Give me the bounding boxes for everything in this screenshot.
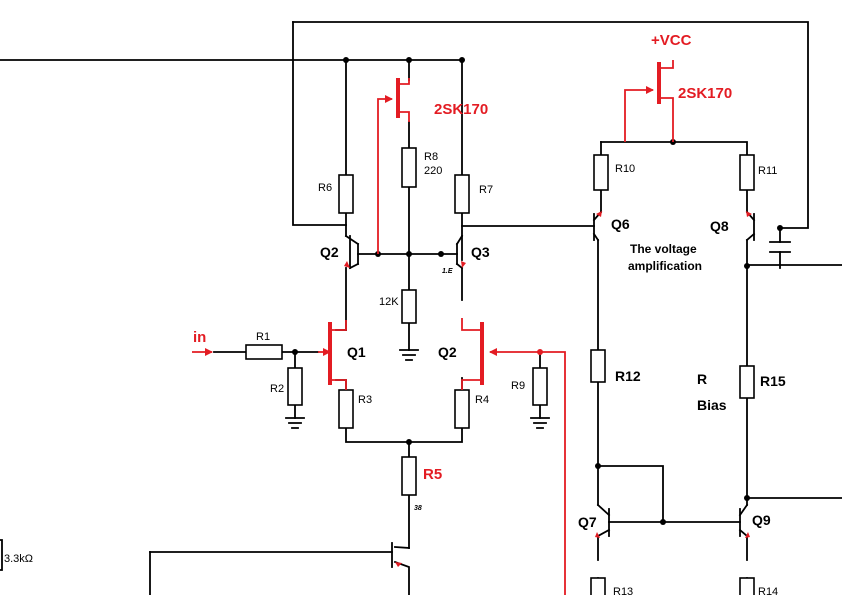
capacitor <box>769 241 791 253</box>
r5-label: R5 <box>423 466 442 483</box>
resistor-r4 <box>454 389 470 429</box>
bjt-symbols <box>344 210 756 538</box>
r1-label: R1 <box>256 331 270 343</box>
q1-label: Q1 <box>347 344 366 360</box>
r13-label: R13 <box>613 586 633 595</box>
q6-label: Q6 <box>611 216 630 232</box>
ground-icon <box>285 417 305 429</box>
q3-sub-label: 1.E <box>442 268 453 275</box>
bjt-emitter-arrows <box>344 211 752 567</box>
r11-label: R11 <box>758 165 777 177</box>
resistors <box>245 147 755 595</box>
note-line-2: amplification <box>628 259 702 273</box>
resistor-r1 <box>245 344 283 360</box>
resistor-r7 <box>454 174 470 214</box>
r9-label: R9 <box>511 380 525 392</box>
resistor-r15 <box>739 365 755 399</box>
resistor-r2 <box>287 367 303 406</box>
r4-label: R4 <box>475 394 489 406</box>
r5-value: 38 <box>414 505 422 512</box>
input-label: in <box>193 329 206 346</box>
junction-dots <box>292 57 783 525</box>
jfet-label-right: 2SK170 <box>678 85 732 102</box>
r3-label: R3 <box>358 394 372 406</box>
r6-label: R6 <box>318 182 332 194</box>
resistor-r11 <box>739 154 755 191</box>
jfet-label-left: 2SK170 <box>434 101 488 118</box>
highlight-jfets <box>192 60 674 595</box>
ground-icon <box>399 349 419 361</box>
q9-label: Q9 <box>752 512 771 528</box>
resistor-12k <box>401 289 417 324</box>
ground-symbols <box>285 349 550 429</box>
q2-bjt-label: Q2 <box>320 244 339 260</box>
ground-icon <box>530 417 550 429</box>
r10-label: R10 <box>615 163 635 175</box>
partial-value-label: 3.3kΩ <box>4 553 33 565</box>
labels: +VCC 2SK170 2SK170 in R5 38 R1 R2 R3 R4 … <box>4 32 786 595</box>
q7-label: Q7 <box>578 514 597 530</box>
q8-label: Q8 <box>710 218 729 234</box>
resistor-r10 <box>593 154 609 191</box>
resistor-r8 <box>401 147 417 188</box>
resistor-r12 <box>590 349 606 383</box>
r2-label: R2 <box>270 383 284 395</box>
q2-jfet-label: Q2 <box>438 344 457 360</box>
resistor-r13 <box>590 577 606 595</box>
resistor-r9 <box>532 367 548 406</box>
r14-label: R14 <box>758 586 778 595</box>
resistor-r14 <box>739 577 755 595</box>
r12k-label: 12K <box>379 296 399 308</box>
q3-label: Q3 <box>471 244 490 260</box>
r7-label: R7 <box>479 184 493 196</box>
note-line-1: The voltage <box>630 242 697 256</box>
resistor-r5 <box>401 456 417 496</box>
r-bias-label-2: Bias <box>697 397 727 413</box>
resistor-r6 <box>338 174 354 214</box>
r8-label: R8 <box>424 151 438 163</box>
r12-label: R12 <box>615 368 641 384</box>
resistor-r3 <box>338 389 354 429</box>
r8-value: 220 <box>424 165 442 177</box>
r-bias-label-1: R <box>697 371 707 387</box>
vcc-label: +VCC <box>651 32 692 49</box>
r15-label: R15 <box>760 373 786 389</box>
